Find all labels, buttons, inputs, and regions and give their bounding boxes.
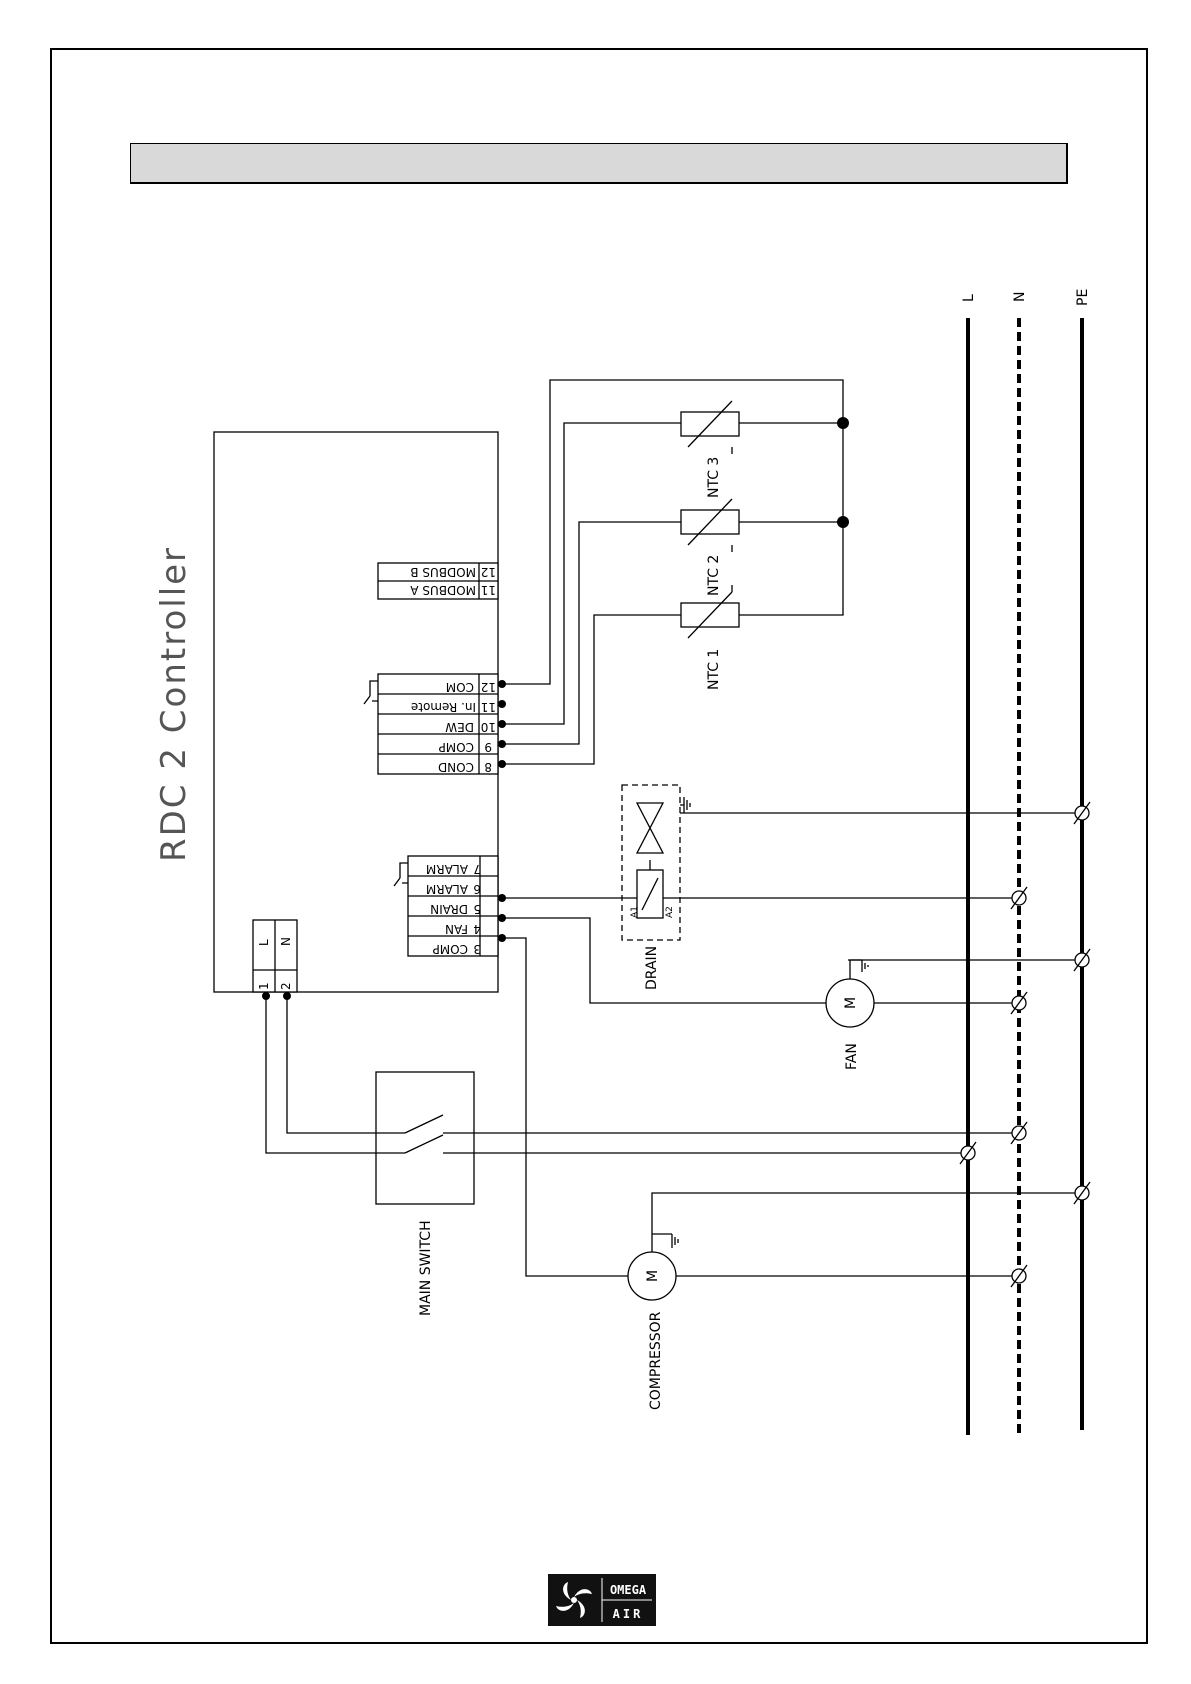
supply-lines: L N PE	[961, 289, 1091, 1435]
terminal-1-name: L	[257, 939, 271, 946]
in-11-num: 11	[481, 700, 496, 714]
in-10-name: DEW	[445, 720, 474, 734]
label-L: L	[961, 294, 977, 302]
junction-ntc2	[837, 516, 849, 528]
ntc-2-label: NTC 2	[706, 555, 722, 596]
main-switch-box	[376, 1072, 474, 1204]
drain-a1: A1	[630, 906, 640, 918]
terminal-2-name: N	[279, 937, 293, 946]
out-4-num: 4	[473, 922, 481, 936]
drain-label: DRAIN	[644, 946, 660, 990]
label-N: N	[1012, 292, 1028, 302]
compressor-wire-live	[502, 938, 628, 1276]
out-5-name: DRAIN	[430, 902, 468, 916]
out-6-name: ALARM	[426, 882, 468, 896]
logo-line1: OMEGA	[610, 1583, 647, 1597]
logo-line2: AIR	[613, 1607, 644, 1621]
ntc-3-label: NTC 3	[706, 457, 722, 498]
drain-a2: A2	[665, 906, 675, 918]
out-3-num: 3	[473, 942, 481, 956]
out-6-num: 6	[473, 882, 481, 896]
compressor-wire-pe	[652, 1193, 1082, 1234]
input-terminal-block	[378, 674, 498, 774]
in-8-name: COND	[438, 760, 474, 774]
marker-n-drain	[1011, 887, 1027, 909]
out-4-name: FAN	[445, 922, 468, 936]
main-switch-label: MAIN SWITCH	[418, 1220, 434, 1316]
in-11-name: In. Remote	[411, 700, 476, 714]
modbus-b-num: 12	[481, 565, 496, 579]
out-7-num: 7	[473, 862, 481, 876]
compressor-m: M	[645, 1270, 661, 1282]
ntc-wiring	[502, 380, 843, 764]
ntc-1-label: NTC 1	[706, 649, 722, 690]
out-3-name: COMP	[433, 942, 468, 956]
label-PE: PE	[1075, 289, 1091, 306]
controller-title: RDC 2 Controller	[154, 546, 194, 862]
controller: RDC 2 Controller 1 2 L N 3 COMP 4 FAN 5	[154, 432, 498, 992]
marker-n-compressor	[1011, 1265, 1027, 1287]
in-8-num: 8	[484, 760, 492, 774]
in-9-name: COMP	[439, 740, 474, 754]
modbus-a-name: MODBUS A	[410, 583, 476, 597]
compressor-label: COMPRESSOR	[648, 1311, 664, 1410]
in-12-name: COM	[446, 680, 474, 694]
in-10-num: 10	[481, 720, 496, 734]
main-switch: MAIN SWITCH	[376, 1072, 474, 1316]
out-5-num: 5	[473, 902, 481, 916]
fan-wire-live	[502, 918, 826, 1003]
out-7-name: ALARM	[426, 862, 468, 876]
marker-n-switch	[1011, 1122, 1027, 1144]
compressor-motor: M COMPRESSOR	[628, 1234, 678, 1410]
fan-m: M	[843, 997, 859, 1009]
power-terminal-block: 1 2 L N	[253, 920, 297, 992]
omega-air-logo: OMEGA AIR	[548, 1574, 656, 1626]
modbus-b-name: MODBUS B	[410, 565, 476, 579]
terminal-2-num: 2	[279, 982, 293, 990]
junction-ntc3	[837, 417, 849, 429]
terminal-1-num: 1	[257, 982, 271, 990]
line-terminal-markers	[960, 802, 1090, 1287]
fan-motor: M FAN	[826, 960, 874, 1070]
ntc-sensors: NTC 1 NTC 2 NTC 3	[681, 401, 739, 690]
fan-label: FAN	[844, 1043, 860, 1070]
in-12-num: 12	[481, 680, 496, 694]
modbus-a-num: 11	[481, 583, 496, 597]
drain-valve: A1 A2 DRAIN	[622, 785, 690, 990]
in-9-num: 9	[484, 740, 492, 754]
drain-valve-symbol	[637, 803, 663, 853]
